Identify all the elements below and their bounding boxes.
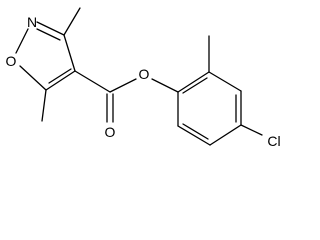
atom-label-ring-o: O [6, 53, 17, 69]
bond-c3-n-inner [36, 28, 61, 41]
bond-c5-methyl [41, 89, 47, 122]
bond-ar4-ar5 [209, 124, 242, 146]
atom-label-carbonyl-o: O [105, 124, 116, 140]
bond-c5-c4-inner [48, 68, 72, 84]
bond-c4-carbonyl [74, 70, 111, 93]
bond-c3-methyl [63, 7, 81, 36]
atom-label-n: N [27, 14, 37, 30]
isoxazole-ring [15, 21, 76, 91]
bond-ar5-ar6 [177, 125, 211, 146]
bond-c4-c3 [63, 34, 76, 72]
bond-ar2-ar3 [208, 71, 242, 92]
bond-ar1-ar2 [177, 71, 210, 93]
bond-ar5-ar6-inner [182, 123, 209, 140]
bond-c3-n [36, 21, 65, 36]
atom-label-cl: Cl [267, 133, 280, 149]
bond-o-c5 [19, 65, 47, 91]
structure-diagram: N O O O Cl [6, 7, 281, 149]
bond-carbonyl-o-ester [109, 78, 137, 93]
bond-aryl-cl [240, 124, 263, 136]
benzene-ring [177, 71, 242, 146]
bond-o-ester-aryl [151, 78, 179, 93]
atom-label-ester-o: O [139, 66, 150, 82]
bond-n-o [15, 28, 29, 54]
bond-ar1-ar2-inner [182, 77, 208, 94]
bond-c5-c4 [45, 70, 76, 91]
